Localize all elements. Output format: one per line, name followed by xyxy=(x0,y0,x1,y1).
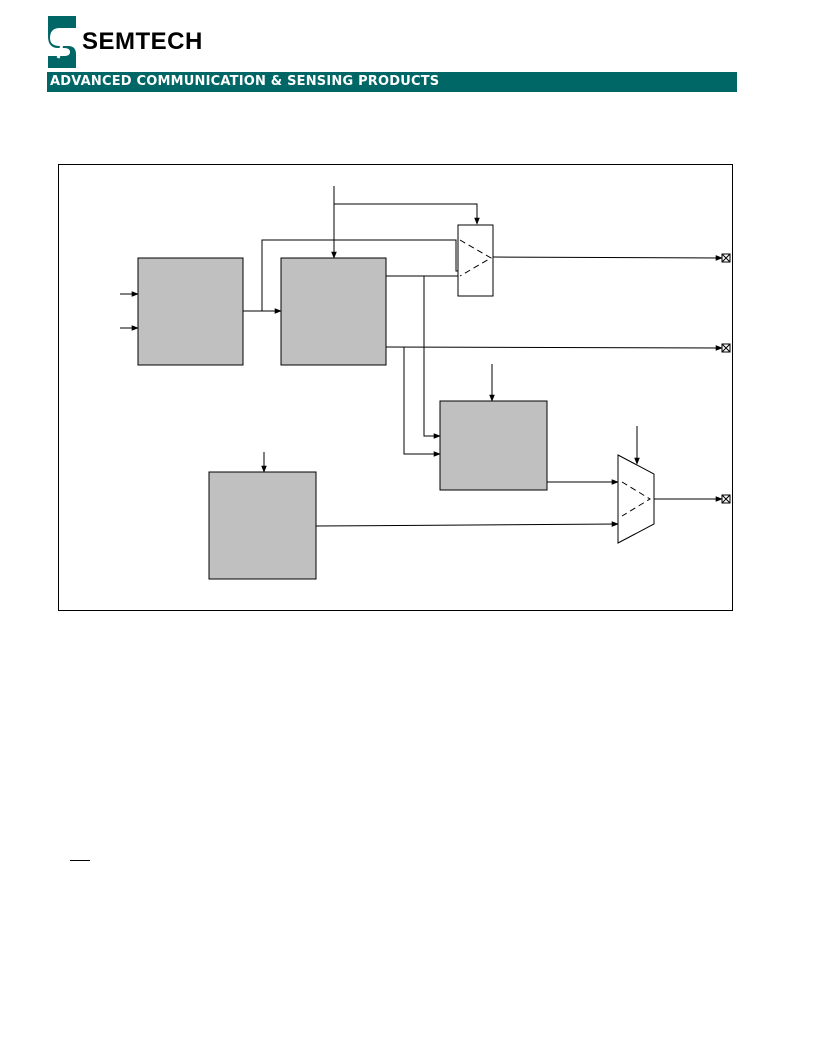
output-line-1 xyxy=(492,255,723,261)
center-to-right-line-2 xyxy=(403,347,441,457)
block-diagram xyxy=(58,164,733,611)
center-to-right-line-1 xyxy=(423,276,441,439)
block-left xyxy=(137,257,244,366)
company-name: SEMTECH xyxy=(82,28,203,55)
bottom-to-mux-arrow xyxy=(315,521,619,527)
tagline-band: ADVANCED COMMUNICATION & SENSING PRODUCT… xyxy=(47,72,737,92)
block-right xyxy=(439,400,548,491)
block-center xyxy=(280,257,387,366)
block-bottom xyxy=(208,471,317,580)
tristate-buffer xyxy=(457,224,494,297)
multiplexer-icon xyxy=(617,454,655,544)
buffer-triangle xyxy=(459,239,492,277)
output-line-2 xyxy=(385,345,723,351)
output-pin-3-icon xyxy=(721,494,731,504)
output-pin-1-icon xyxy=(721,253,731,263)
tagline: ADVANCED COMMUNICATION & SENSING PRODUCT… xyxy=(50,74,440,89)
semtech-logo-icon xyxy=(48,16,76,68)
diagram-frame xyxy=(58,164,733,611)
output-pin-2-icon xyxy=(721,343,731,353)
overline-mark xyxy=(70,860,90,861)
mux-triangle xyxy=(621,481,651,517)
buffer-enable-line xyxy=(334,203,480,225)
